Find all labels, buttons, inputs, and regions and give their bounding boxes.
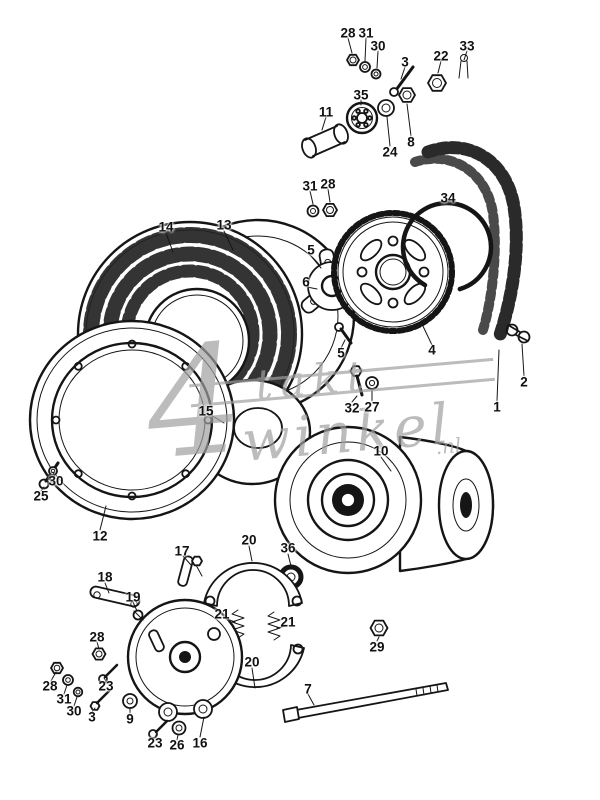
top-fasteners — [301, 53, 469, 159]
rear-axle — [148, 682, 449, 739]
sprocket-bolt — [349, 365, 379, 397]
sprocket — [331, 210, 455, 334]
mid-fasteners — [306, 202, 338, 218]
torque-link — [89, 585, 144, 621]
brake-panel — [126, 555, 244, 722]
wheel-hub — [273, 425, 495, 575]
seal-and-nut — [278, 564, 389, 637]
rim — [28, 319, 236, 521]
lower-left-fasteners — [38, 461, 138, 711]
drive-chain — [410, 141, 531, 345]
set-ring — [400, 200, 494, 294]
